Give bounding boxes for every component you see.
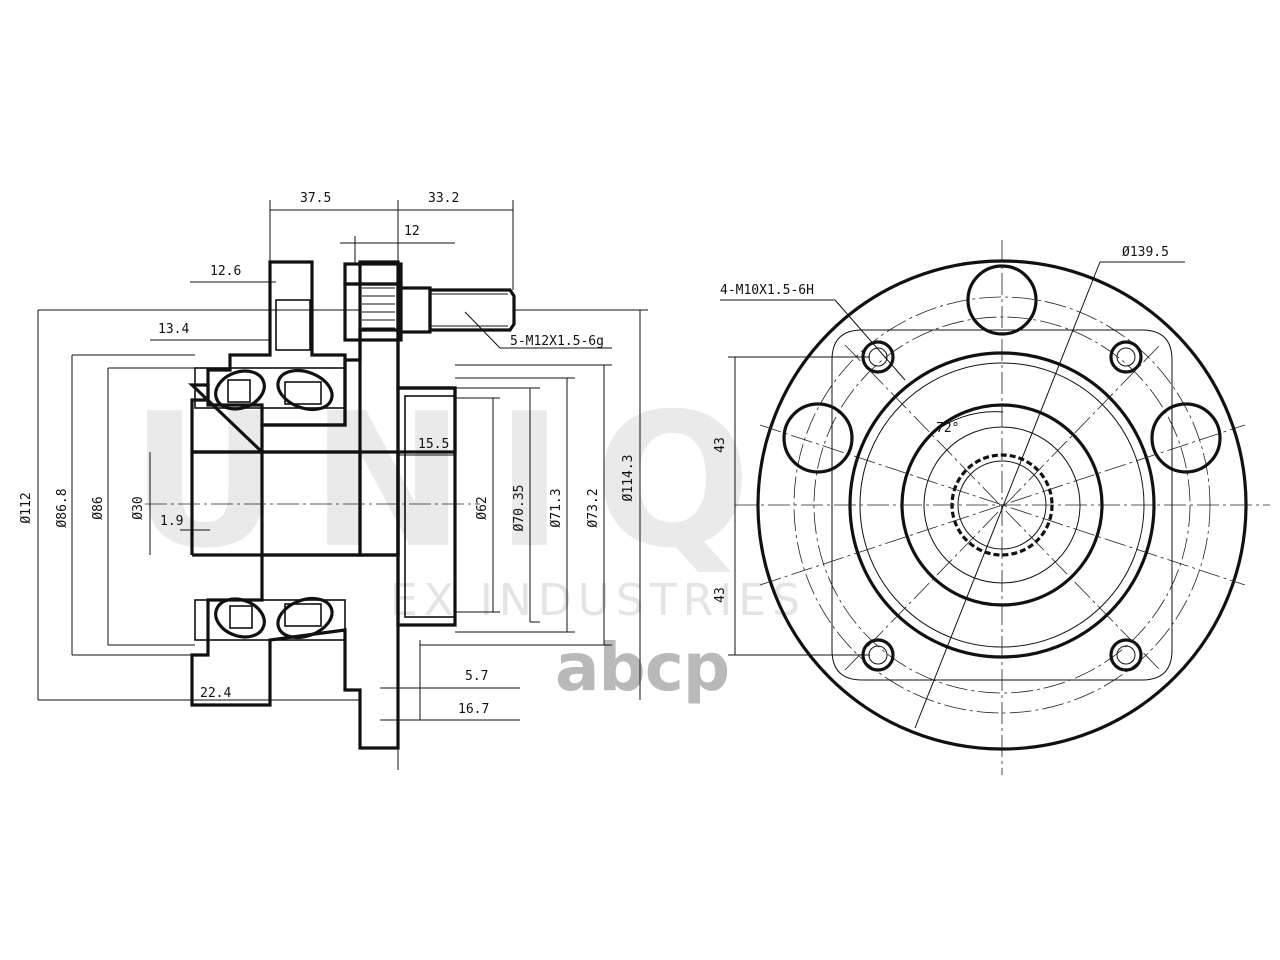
dim-33-2: 33.2 [428,191,459,206]
front-view: Ø139.5 4-M10X1.5-6H 72° 43 43 [713,240,1270,775]
dim-12: 12 [404,224,420,239]
dim-dia-71-3: Ø71.3 [549,488,564,527]
dim-22-4: 22.4 [200,686,231,701]
bearing-upper [194,367,346,412]
dimension-lines [37,200,648,721]
dim-dia-86: Ø86 [91,496,106,519]
angle-label: 72° [936,421,959,436]
dim-5-7: 5.7 [465,669,488,684]
dim-dia-86-8: Ø86.8 [55,488,70,527]
dim-dia-62: Ø62 [475,496,490,519]
watermark-brand-text: abcp [555,629,729,706]
dim-1-9: 1.9 [160,514,183,529]
dim-15-5: 15.5 [418,437,449,452]
dim-dia-73-2: Ø73.2 [586,488,601,527]
watermark-brand: abcp [555,629,730,706]
outer-ring-upper [206,260,347,427]
dim-dia-139-5: Ø139.5 [1122,245,1169,260]
wheel-stud [343,262,516,342]
bearing-lower [194,596,346,641]
dim-dia-30: Ø30 [131,496,146,519]
dim-16-7: 16.7 [458,702,489,717]
dim-dia-114-3: Ø114.3 [621,455,636,502]
dim-43-bottom: 43 [713,587,728,603]
stud-thread-label: 5-M12X1.5-6g [510,334,604,349]
side-section-view: 37.5 33.2 12 12.6 13.4 15.5 1.9 5.7 16.7… [19,191,648,770]
flange-bolt-hole [275,299,311,351]
square-boss [831,329,1173,681]
dim-13-4: 13.4 [158,322,189,337]
watermark-subtitle: EX INDUSTRIES [390,575,806,626]
dim-dia-112: Ø112 [19,492,34,523]
bolt-thread-label: 4-M10X1.5-6H [720,283,814,298]
dim-43-top: 43 [713,437,728,453]
dim-12-6: 12.6 [210,264,241,279]
dim-dia-70-35: Ø70.35 [512,485,527,532]
dim-37-5: 37.5 [300,191,331,206]
watermark: UNIQ EX INDUSTRIES abcp [130,373,806,706]
